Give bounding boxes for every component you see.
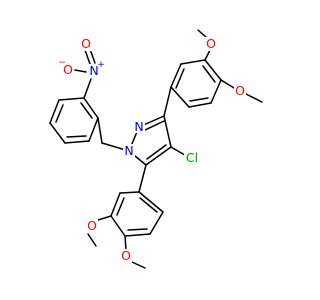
molecule-drawing: O N + O − N N Cl O O O O [49, 29, 263, 269]
bond-ar3-c [49, 99, 60, 124]
bond-ar3-d [49, 122, 66, 144]
bond-n2-c3-double [142, 120, 165, 132]
bond-ar2-f-inner [139, 197, 158, 213]
atom-o-methoxy-bottom-1: O [87, 218, 97, 233]
bond-ar1-d [210, 79, 222, 104]
bond-ar3-no2 [83, 78, 92, 99]
bond-ar1-e [188, 102, 212, 108]
bond-c5-ar [138, 164, 147, 193]
atom-o-methoxy-top-1: O [206, 36, 216, 51]
bond-ar1-a-inner [175, 68, 185, 89]
bond-ar1-b [180, 59, 206, 65]
bond-ar3-f [88, 117, 99, 142]
atom-cl: Cl [186, 150, 198, 165]
bond-ar2-a [119, 191, 140, 194]
bond-ar2-d-inner [127, 228, 148, 231]
atom-n-nitro: N [89, 63, 98, 78]
bond-ar2-o2 [124, 235, 127, 251]
bond-ar2-e [149, 211, 164, 235]
bond-ar2-c [110, 215, 126, 237]
bond-c4-c5 [145, 146, 172, 166]
atom-o-methoxy-bottom-2: O [121, 248, 131, 263]
bond-ch2-ar3 [97, 117, 103, 144]
atom-o-methoxy-top-2: O [235, 83, 245, 98]
atom-n1-pyrazole: N [124, 143, 133, 158]
bond-ar3-a-inner [80, 102, 93, 119]
bond-n-o-single [74, 69, 87, 73]
bond-ar2-f [138, 191, 164, 213]
bond-o2-me [245, 93, 263, 103]
bond-c4-c5-double [146, 144, 167, 160]
atom-n2-pyrazole: N [134, 119, 143, 134]
bond-ar2-d [124, 233, 151, 237]
bond-ar2-b [110, 192, 121, 217]
bond-o2b-me [131, 261, 146, 269]
bond-ar1-o2 [220, 79, 235, 89]
bond-ar3-e [64, 140, 90, 144]
atom-o-nitro-left: O [63, 62, 73, 77]
bond-n-o-double [84, 49, 91, 65]
bond-ar3-b [58, 97, 85, 101]
bond-ar1-e-inner [189, 97, 209, 102]
bond-ar1-c-inner [202, 65, 216, 83]
bond-ar2-o1 [97, 215, 112, 221]
bond-ar1-f [170, 86, 190, 108]
bond-c3-c4 [163, 115, 172, 148]
bonds [49, 29, 263, 269]
atom-o-nitro-top: O [81, 36, 91, 51]
bond-ar2-b-inner [116, 197, 125, 216]
bond-o1b-me [87, 233, 97, 247]
bond-ar1-a [170, 63, 182, 88]
atom-labels: O N + O − N N Cl O O O O [58, 36, 246, 263]
bond-ar3-a [83, 97, 99, 119]
bond-ar3-e-inner [66, 135, 87, 138]
bond-c3-ar [163, 86, 172, 117]
bond-o1-me [197, 29, 208, 39]
bond-n-o-double-2 [89, 48, 96, 64]
molecule-svg: O N + O − N N Cl O O O O [49, 29, 263, 269]
bond-ar1-c [204, 59, 222, 81]
bond-ar3-c-inner [55, 104, 64, 123]
charge-minus: − [58, 58, 66, 68]
charge-plus: + [97, 60, 105, 70]
